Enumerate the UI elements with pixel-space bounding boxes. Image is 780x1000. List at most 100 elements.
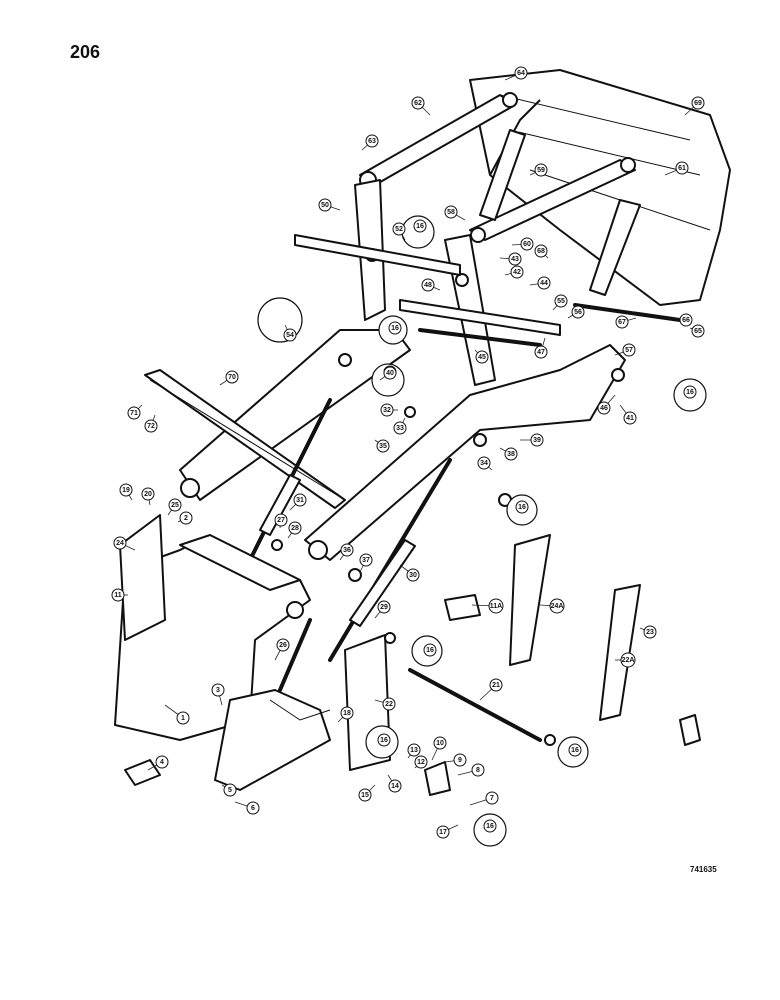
callout-58: 58: [444, 205, 458, 219]
callout-number: 32: [383, 407, 391, 414]
callout-number: 14: [391, 783, 399, 790]
callout-number: 64: [517, 70, 525, 77]
callout-circle: [534, 345, 548, 359]
callout-number: 35: [379, 443, 387, 450]
callout-59: 59: [534, 163, 548, 177]
callout-circle: [515, 500, 529, 514]
callout-number: 7: [490, 795, 494, 802]
callout-number: 16: [391, 325, 399, 332]
callout-29: 29: [377, 600, 391, 614]
callout-circle: [691, 324, 705, 338]
callout-number: 48: [424, 282, 432, 289]
callout-19: 19: [119, 483, 133, 497]
callout-circle: [407, 743, 421, 757]
callout-56: 56: [571, 305, 585, 319]
callout-number: 62: [414, 100, 422, 107]
callout-21: 21: [489, 678, 503, 692]
callout-4: 4: [155, 755, 169, 769]
callout-number: 55: [557, 298, 565, 305]
callout-circle: [293, 493, 307, 507]
callout-circle: [514, 66, 528, 80]
callout-number: 29: [380, 604, 388, 611]
callout-33: 33: [393, 421, 407, 435]
callout-57: 57: [622, 343, 636, 357]
callout-number: 66: [682, 317, 690, 324]
callout-circle: [246, 801, 260, 815]
callout-circle: [365, 134, 379, 148]
callout-64: 64: [514, 66, 528, 80]
callout-number: 15: [361, 792, 369, 799]
callout-37: 37: [359, 553, 373, 567]
callout-circle: [554, 294, 568, 308]
callout-20: 20: [141, 487, 155, 501]
callout-60: 60: [520, 237, 534, 251]
hydraulic-cylinders: [248, 398, 452, 692]
callout-39: 39: [530, 433, 544, 447]
hardware: [124, 353, 701, 796]
callout-circle: [392, 222, 406, 236]
callout-circle: [488, 598, 504, 614]
callout-number: 22A: [622, 657, 635, 664]
callout-55: 55: [554, 294, 568, 308]
callout-number: 24A: [551, 603, 564, 610]
callout-number: 30: [409, 572, 417, 579]
callout-16: 16: [413, 219, 427, 233]
callout-number: 57: [625, 347, 633, 354]
callout-68: 68: [534, 244, 548, 258]
callout-5: 5: [223, 783, 237, 797]
callout-number: 9: [458, 757, 462, 764]
callout-number: 50: [321, 202, 329, 209]
callout-circle: [393, 421, 407, 435]
callout-labels: 123456789101111A121314151616161616161616…: [111, 66, 705, 839]
callout-40: 40: [383, 366, 397, 380]
callout-number: 58: [447, 209, 455, 216]
callout-number: 16: [571, 747, 579, 754]
callout-circle: [477, 456, 491, 470]
callout-circle: [141, 487, 155, 501]
callout-47: 47: [534, 345, 548, 359]
callout-65: 65: [691, 324, 705, 338]
callout-61: 61: [675, 161, 689, 175]
callout-72: 72: [144, 419, 158, 433]
callout-number: 18: [343, 710, 351, 717]
callout-number: 11: [114, 592, 122, 599]
callout-circle: [377, 600, 391, 614]
callout-number: 6: [251, 805, 255, 812]
callout-number: 2: [184, 515, 188, 522]
callout-circle: [359, 553, 373, 567]
callout-44: 44: [537, 276, 551, 290]
callout-circle: [534, 163, 548, 177]
callout-circle: [620, 652, 636, 668]
callout-52: 52: [392, 222, 406, 236]
callout-36: 36: [340, 543, 354, 557]
callout-number: 16: [518, 504, 526, 511]
callout-circle: [383, 366, 397, 380]
drawing-number: 741635: [690, 865, 717, 874]
callout-15: 15: [358, 788, 372, 802]
callout-circle: [622, 343, 636, 357]
callout-number: 21: [492, 682, 500, 689]
callout-22a: 22A: [620, 652, 636, 668]
callout-circle: [168, 498, 182, 512]
callout-number: 39: [533, 437, 541, 444]
callout-number: 12: [417, 759, 425, 766]
callout-69: 69: [691, 96, 705, 110]
callout-11a: 11A: [488, 598, 504, 614]
callout-38: 38: [504, 447, 518, 461]
callout-number: 8: [476, 767, 480, 774]
callout-27: 27: [274, 513, 288, 527]
callout-24: 24: [113, 536, 127, 550]
callout-26: 26: [276, 638, 290, 652]
callout-45: 45: [475, 350, 489, 364]
callout-34: 34: [477, 456, 491, 470]
callout-circle: [211, 683, 225, 697]
callout-number: 31: [296, 497, 304, 504]
callout-circle: [471, 763, 485, 777]
callout-number: 68: [537, 248, 545, 255]
callout-number: 22: [385, 701, 393, 708]
callout-number: 17: [439, 829, 447, 836]
callout-circle: [433, 736, 447, 750]
callout-circle: [421, 278, 435, 292]
callout-28: 28: [288, 521, 302, 535]
